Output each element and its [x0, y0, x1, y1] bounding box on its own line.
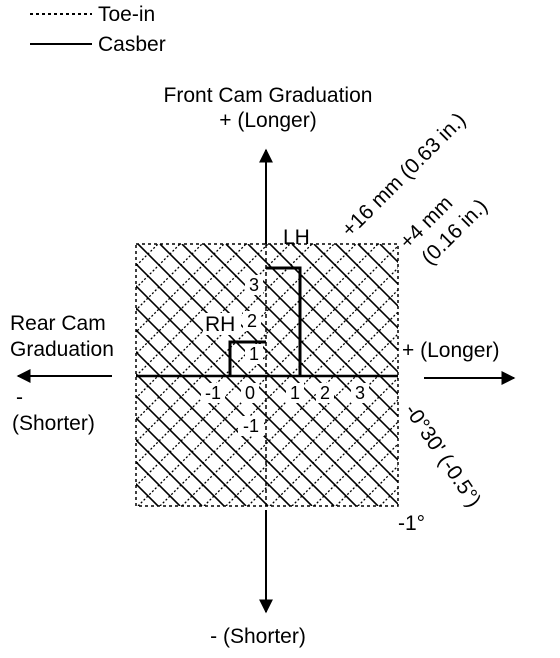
hatch-line-solid: [136, 394, 247, 506]
y-tick-label: 3: [249, 275, 259, 295]
rh-adjustment-box: [228, 340, 266, 376]
x-tick-label: 3: [355, 383, 365, 403]
x-tick-labels: -1 0 1 2 3: [201, 383, 369, 403]
x-tick-label: 2: [320, 383, 330, 403]
hatch-line-dotted: [269, 377, 398, 506]
y-tick-label: 2: [247, 311, 257, 331]
hatch-line-dotted: [468, 244, 560, 506]
hatch-line-dotted: [291, 399, 398, 506]
hatch-line-solid: [534, 244, 560, 506]
front-cam-negative-label: - (Shorter): [210, 625, 306, 648]
hatch-line-dotted: [402, 244, 560, 506]
rh-marker: RH: [205, 313, 235, 336]
camber-0-30-label: -0°30' (-0.5°): [400, 400, 486, 511]
legend-casber-label: Casber: [98, 33, 166, 56]
lh-marker: LH: [283, 226, 310, 249]
rear-cam-positive-label: + (Longer): [402, 339, 499, 362]
hatch-line-solid: [136, 416, 225, 506]
hatch-line-solid: [313, 244, 398, 330]
hatch-line-solid: [269, 244, 398, 374]
hatch-line-dotted: [534, 244, 560, 506]
hatch-line-solid: [379, 244, 398, 264]
hatch-line-solid: [335, 244, 398, 308]
x-tick-label: 0: [245, 383, 255, 403]
y-tick-label: 1: [249, 344, 259, 364]
front-cam-title: Front Cam Graduation: [164, 84, 373, 107]
hatch-line-solid: [402, 244, 560, 506]
hatch-line-dotted: [512, 244, 560, 506]
hatch-line-solid: [291, 244, 398, 352]
hatch-line-dotted: [136, 244, 203, 311]
hatch-line-solid: [512, 244, 560, 506]
x-tick-label: -1: [205, 383, 221, 403]
y-tick-label: -1: [243, 416, 259, 436]
x-tick-label: 1: [290, 383, 300, 403]
hatch-line-dotted: [136, 244, 225, 333]
hatch-line-dotted: [556, 244, 560, 506]
rear-cam-title-line1: Rear Cam: [10, 312, 106, 335]
y-tick-labels: 3 2 1 -1: [238, 275, 264, 436]
hatch-line-dotted: [136, 244, 247, 355]
hatch-line-solid: [468, 244, 560, 506]
hatch-line-solid: [136, 438, 203, 506]
hatch-line-dotted: [379, 487, 398, 506]
rear-cam-title-line2: Graduation: [10, 338, 114, 361]
rear-cam-negative-label: (Shorter): [12, 412, 95, 435]
hatch-line-solid: [490, 244, 560, 506]
rear-cam-negative-sign: -: [16, 386, 23, 409]
camber-minus-1-label: -1°: [398, 512, 425, 535]
hatch-line-dotted: [490, 244, 560, 506]
hatch-line-solid: [556, 244, 560, 506]
legend: Toe-in Casber: [30, 3, 166, 56]
lh-adjustment-box: [266, 266, 302, 376]
hatch-line-dotted: [313, 421, 398, 506]
hatch-line-dotted: [335, 443, 398, 506]
front-cam-positive-label: + (Longer): [219, 109, 316, 132]
legend-toe-in-label: Toe-in: [98, 3, 155, 26]
